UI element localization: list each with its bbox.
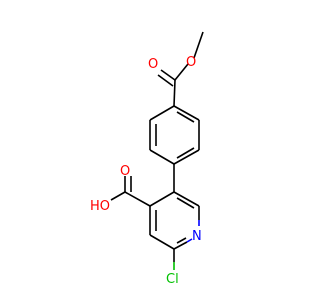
ring-a-bond-3	[149, 149, 175, 165]
ring-a-bond-4	[173, 149, 200, 165]
atom-label-ether-oxygen: O	[186, 55, 196, 70]
bond-acid-hydroxyl	[110, 191, 126, 201]
ring-a-double-3	[176, 111, 195, 123]
atom-label-ester-carbonyl-oxygen: O	[148, 57, 158, 72]
ring-a-bond-6	[173, 105, 200, 121]
ring-b-bond-4b	[186, 238, 193, 243]
atom-label-ring-nitrogen: N	[192, 229, 202, 244]
atom-label-chlorine: Cl	[166, 272, 179, 287]
molecule-canvas: O O HO O N Cl	[90, 31, 204, 287]
bond-ester-carbonyl-2	[157, 74, 174, 87]
ring-b-double-2	[176, 237, 187, 244]
bond-ester-carbonyl-1	[160, 69, 176, 81]
bond-o-ester-carbon	[174, 63, 189, 81]
ring-a-bond-1	[149, 105, 175, 121]
ring-b-bond-6	[173, 191, 200, 207]
bond-ester-to-ring	[173, 79, 176, 107]
ring-b-double-3	[176, 197, 195, 209]
ring-b-bond-1	[149, 191, 175, 207]
bond-methyl-o	[193, 31, 204, 59]
structure-diagram: O O HO O N Cl	[90, 31, 204, 287]
ring-a-double-2	[176, 147, 195, 159]
ring-b-bond-4a	[173, 241, 188, 250]
bond-ring-to-acid	[124, 191, 151, 207]
ring-b-bond-3	[149, 234, 175, 250]
atom-label-hydroxyl: HO	[90, 199, 110, 214]
atom-label-acid-carbonyl-oxygen: O	[120, 164, 130, 179]
